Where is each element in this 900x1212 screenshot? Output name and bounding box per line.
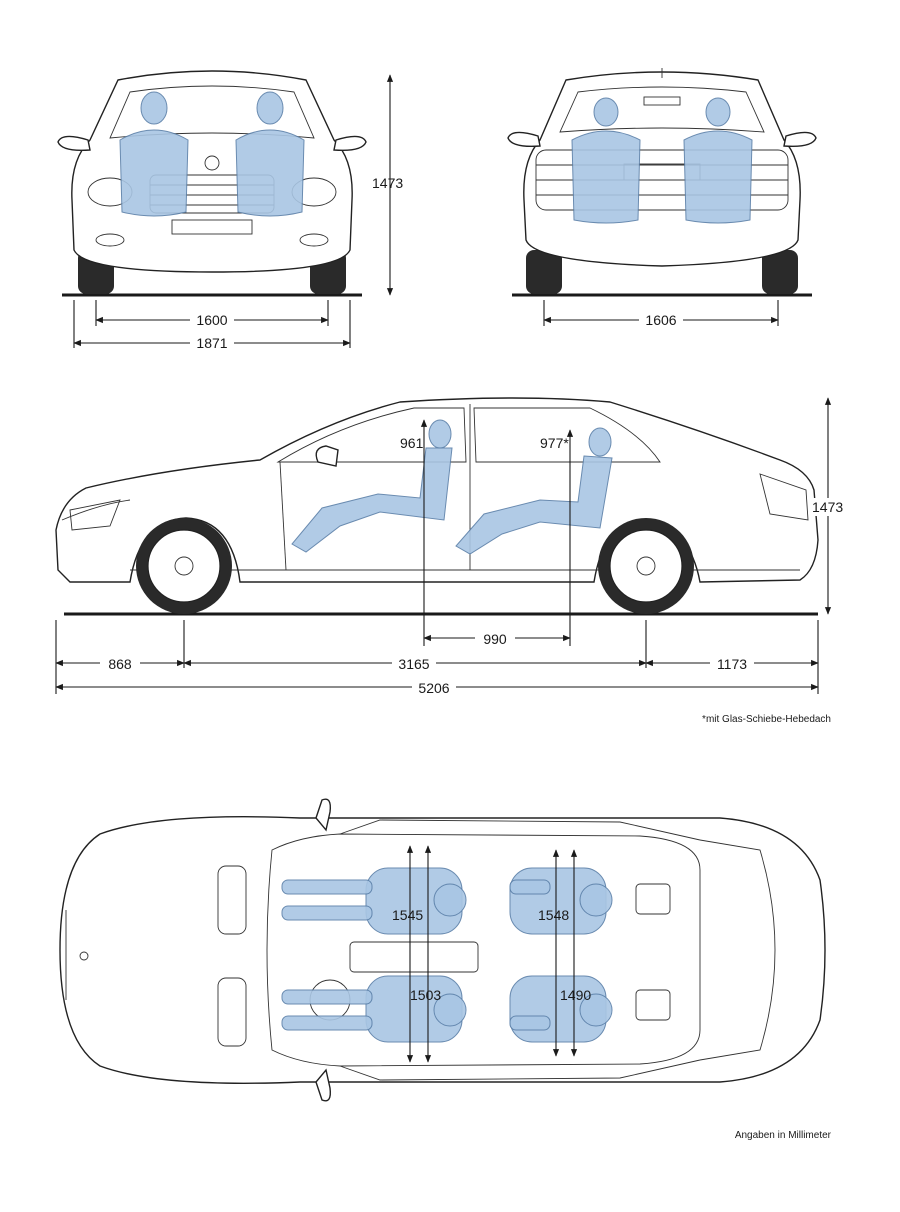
front-star-emblem-icon (204, 155, 220, 171)
rear-view: 1606 (507, 68, 817, 328)
side-occupants (291, 419, 613, 555)
rear-left-tire (526, 250, 562, 294)
top-left-hood-vent (217, 865, 247, 935)
front-body (71, 70, 353, 273)
rear-window (559, 86, 765, 133)
rear-body (523, 71, 801, 267)
front-height-label: 1473 (372, 175, 403, 191)
front-headroom-label: 961 (400, 435, 424, 451)
top-left-mirror (315, 798, 332, 832)
overall-width-label: 1871 (196, 335, 227, 351)
front-shoulder-width-label: 1545 (392, 907, 423, 923)
front-view: 1473 1600 1871 (57, 70, 403, 351)
front-occupants (119, 91, 305, 217)
rear-right-mirror (783, 131, 817, 148)
top-rear-window (699, 839, 776, 1061)
front-left-mirror (57, 135, 91, 152)
top-right-mirror (315, 1068, 332, 1102)
wheelbase-label: 3165 (398, 656, 429, 672)
top-body (59, 816, 826, 1084)
seat-spacing-label: 990 (483, 631, 507, 647)
side-tail-light (759, 473, 809, 521)
front-overhang-label: 868 (108, 656, 132, 672)
front-elbow-width-label: 1503 (410, 987, 441, 1003)
rear-shoulder-width-label: 1548 (538, 907, 569, 923)
top-center-console (349, 941, 479, 973)
side-mirror (315, 445, 339, 467)
rear-left-mirror (507, 131, 541, 148)
side-front-window (276, 407, 467, 463)
rear-occupants (571, 97, 753, 224)
top-star-emblem-icon (79, 951, 89, 961)
side-rear-window (473, 407, 661, 463)
rear-right-tire (762, 250, 798, 294)
rear-elbow-width-label: 1490 (560, 987, 591, 1003)
rear-headroom-label: 977* (540, 435, 569, 451)
rear-track-label: 1606 (645, 312, 676, 328)
front-track-label: 1600 (196, 312, 227, 328)
top-right-hood-vent (217, 977, 247, 1047)
side-headlight (69, 499, 121, 531)
side-view: 961 977* 990 1473 868 3165 1173 5206 (55, 397, 850, 696)
sunroof-footnote: *mit Glas-Schiebe-Hebedach (702, 714, 831, 725)
overall-length-label: 5206 (418, 680, 449, 696)
top-view: 1545 1548 1503 1490 (59, 798, 826, 1102)
units-note: Angaben in Millimeter (735, 1130, 832, 1141)
front-right-mirror (333, 135, 367, 152)
side-height-label: 1473 (812, 499, 843, 515)
rear-overhang-label: 1173 (717, 656, 747, 672)
front-license-plate (171, 219, 253, 235)
